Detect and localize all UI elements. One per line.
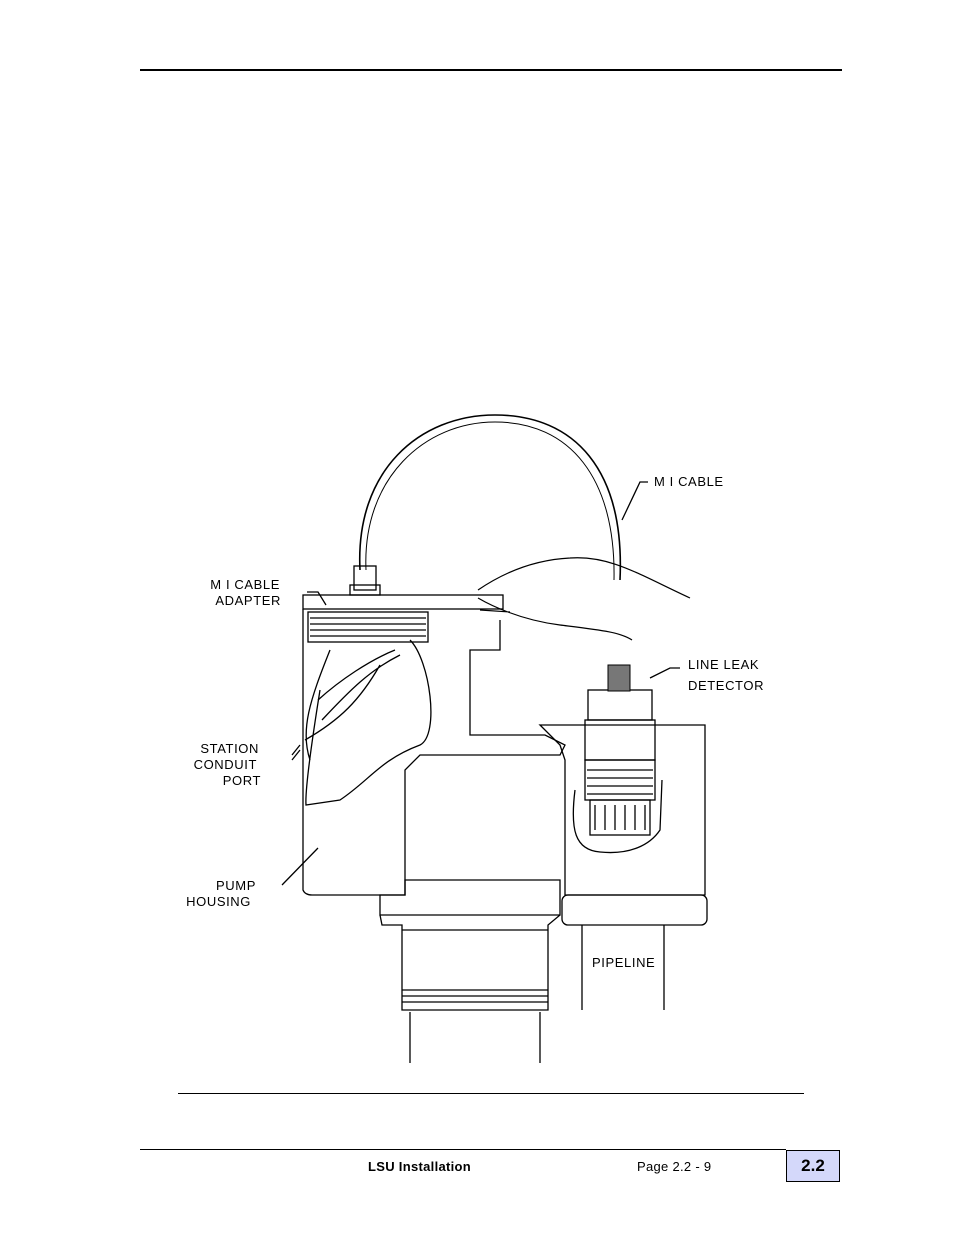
figure-rule [178, 1093, 804, 1094]
label-station-line3: PORT [222, 773, 261, 788]
label-pipeline: PIPELINE [592, 955, 656, 970]
label-mi-cable-adapter-line2: ADAPTER [215, 593, 281, 608]
label-mi-cable-adapter-line1: M I CABLE [210, 577, 280, 592]
label-station-line2: CONDUIT [193, 757, 257, 772]
footer-page-number: Page 2.2 - 9 [637, 1159, 712, 1174]
label-station-line1: STATION [200, 741, 259, 756]
detector-connector [607, 664, 631, 692]
cable-fitting [353, 565, 377, 591]
label-pump-line2: HOUSING [186, 894, 251, 909]
section-badge: 2.2 [786, 1150, 840, 1182]
label-line-leak-line1: LINE LEAK [688, 657, 760, 672]
header-rule [140, 69, 842, 71]
label-line-leak-line2: DETECTOR [688, 678, 765, 693]
mi-cable [359, 414, 622, 581]
label-pump-line1: PUMP [216, 878, 256, 893]
label-mi-cable: M I CABLE [654, 474, 724, 489]
footer-rule [140, 1149, 786, 1150]
footer-title: LSU Installation [368, 1159, 472, 1174]
cable-adapter-plate [302, 594, 504, 610]
